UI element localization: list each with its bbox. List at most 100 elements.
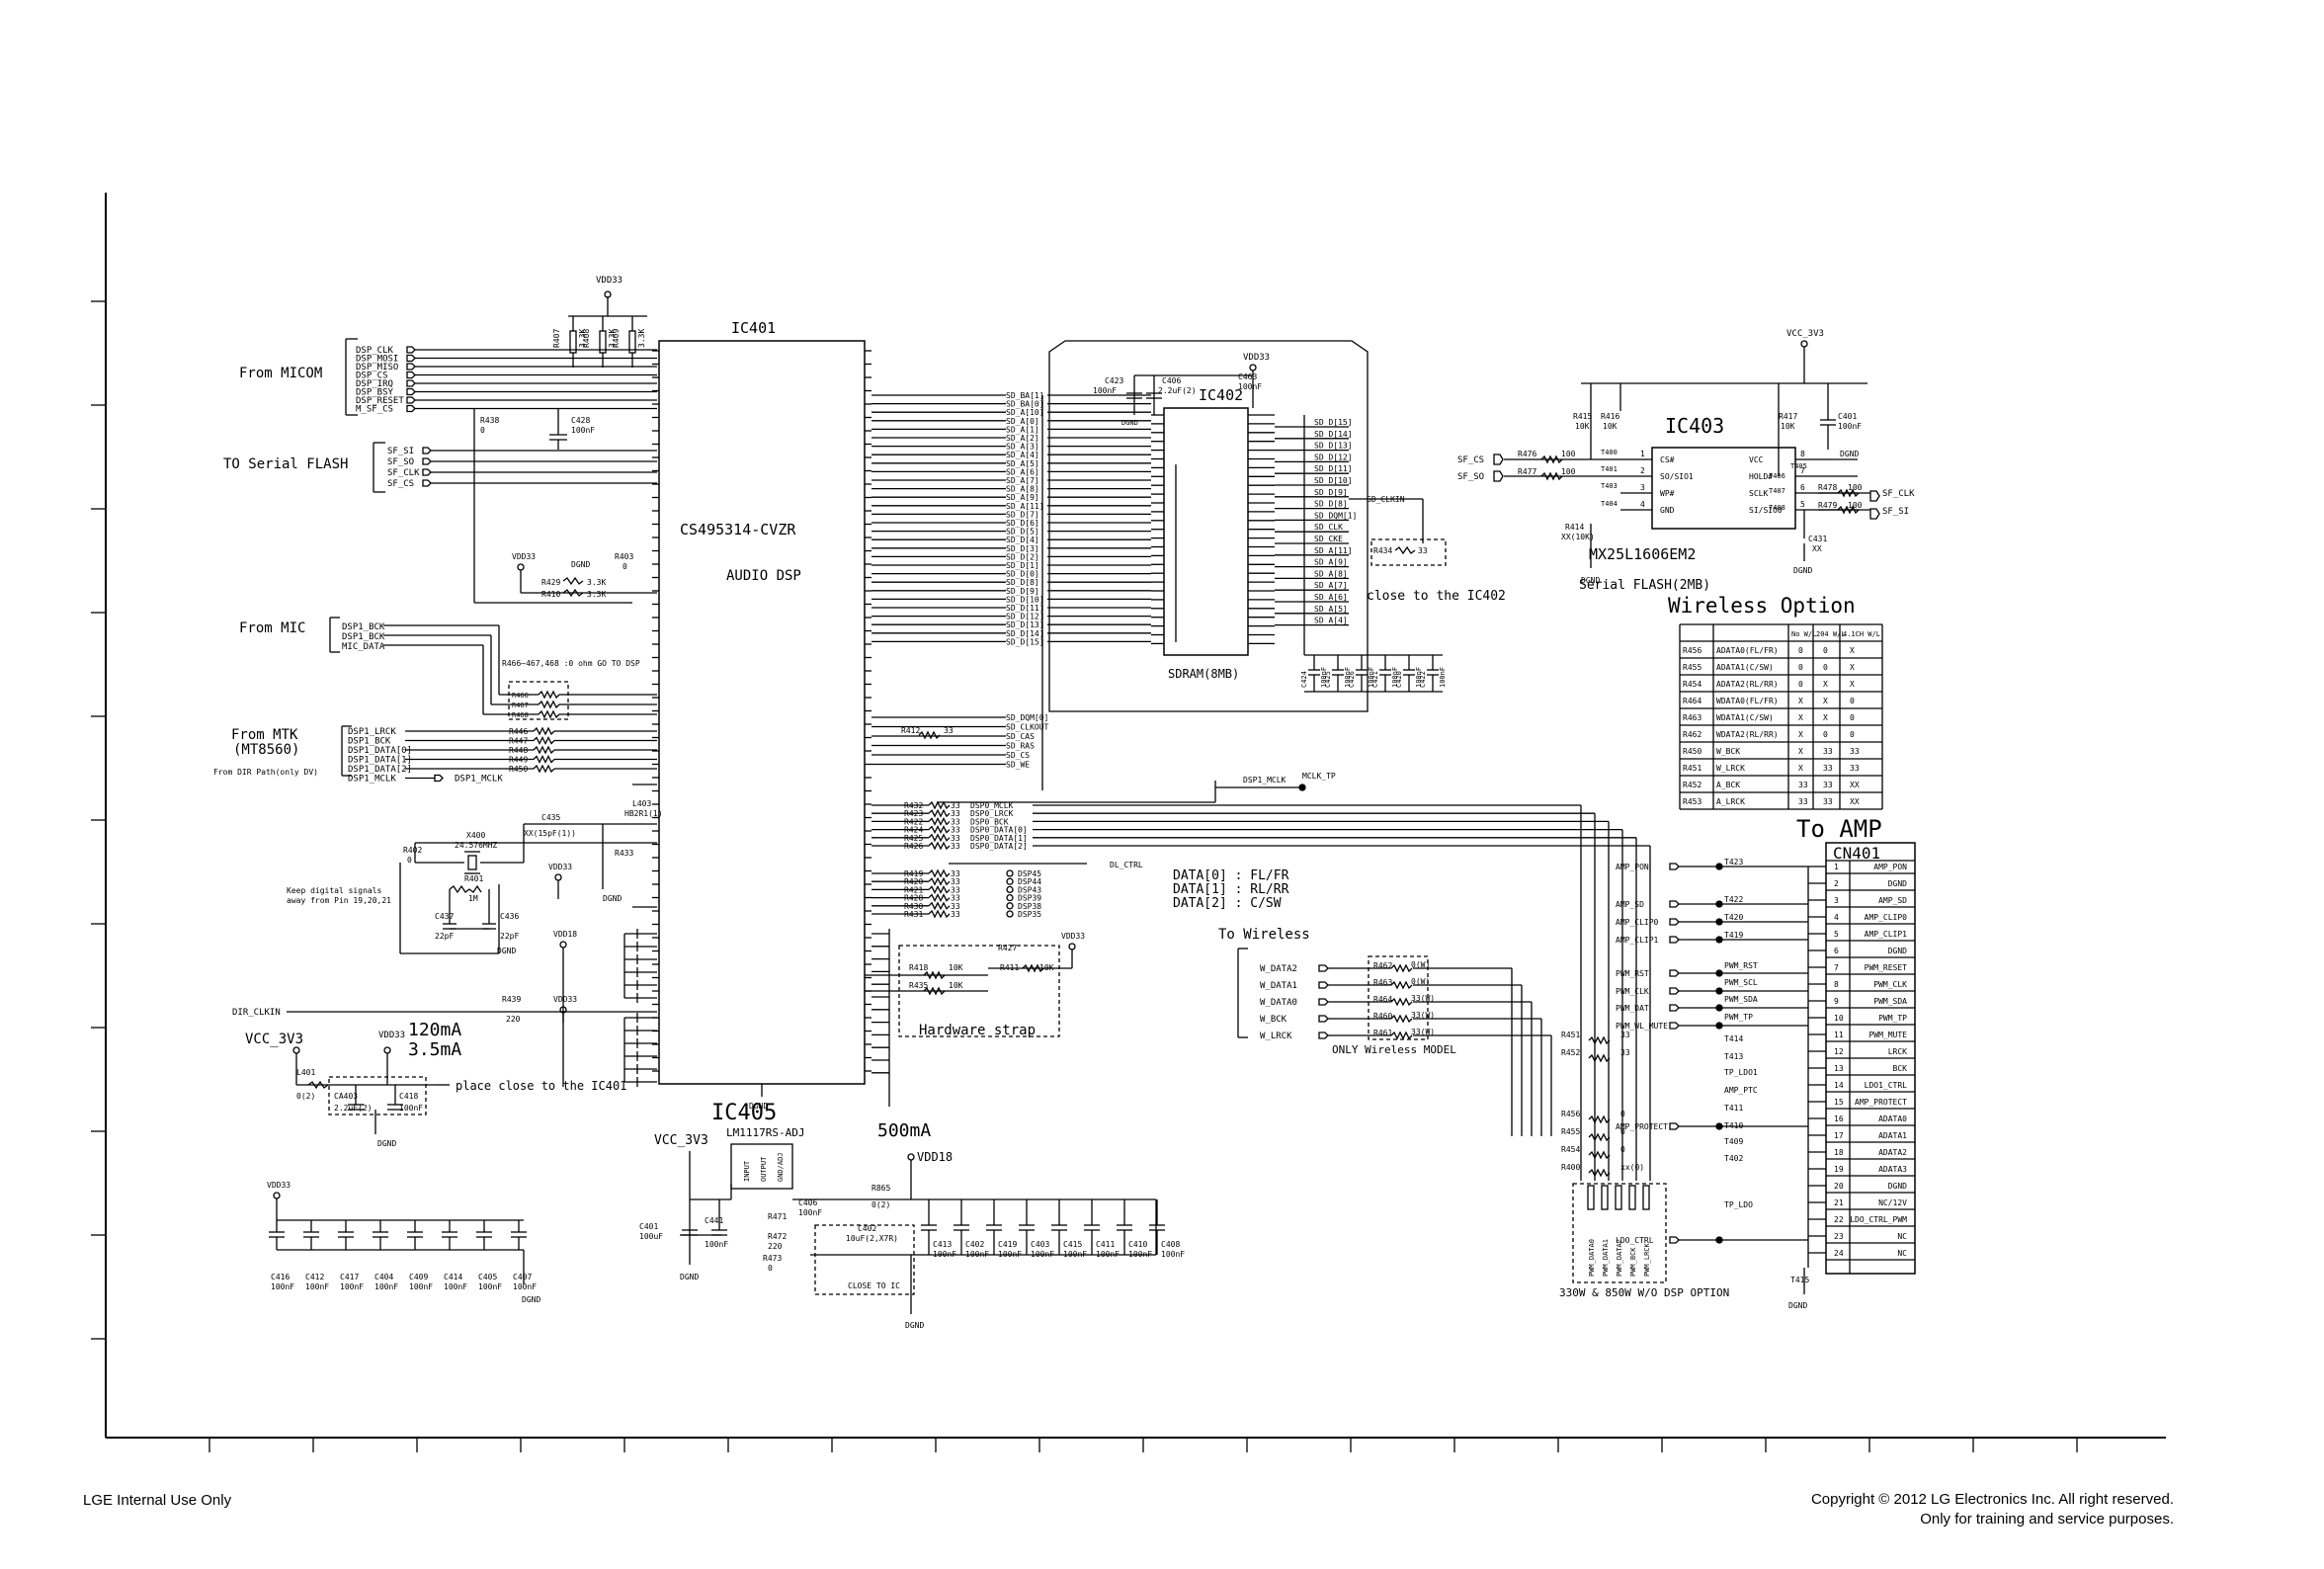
- ic405-cap-label-2: C419: [998, 1240, 1017, 1249]
- table-cell-7-1: W_LRCK: [1716, 764, 1745, 773]
- place-close-note: place close to the IC401: [456, 1079, 626, 1093]
- r427: R427: [998, 944, 1017, 952]
- mtk-mclk-label: DSP1_MCLK: [455, 775, 503, 784]
- amp-r-5: R400: [1561, 1163, 1580, 1172]
- amp-r-1: R452: [1561, 1048, 1580, 1057]
- sf-signal-3: SF_CS: [387, 479, 414, 489]
- sdram-cap-value-5: 100nF: [1439, 667, 1447, 688]
- table-head-4: 4.1CH W/L: [1843, 630, 1880, 638]
- amp-tp-4: T414: [1724, 1034, 1743, 1043]
- r471: R471: [768, 1212, 787, 1221]
- port-icon: [1669, 1022, 1680, 1030]
- dir-clkin: DIR_CLKIN: [232, 1008, 281, 1018]
- r412v: 33: [944, 726, 954, 735]
- port-icon: [1493, 470, 1504, 482]
- mic-res-label-1: R467: [512, 702, 529, 709]
- r429-label: R429: [541, 578, 560, 587]
- ic402-right-label-1: SD_D[14]: [1314, 430, 1353, 439]
- serial-flash-label: TO Serial FLASH: [223, 456, 348, 472]
- current-3-5ma: 3.5mA: [408, 1039, 461, 1060]
- r472: R472: [768, 1232, 787, 1241]
- r439-value: 220: [506, 1015, 521, 1024]
- dsp-out-net-4: DSP0_DATA[1]: [970, 834, 1028, 843]
- tp-403: T403: [1601, 482, 1618, 490]
- ic405-cap-value-7: 100nF: [1161, 1250, 1185, 1259]
- r439-label: R439: [502, 995, 521, 1004]
- cn401-pin-label-4: AMP_CLIP1: [1865, 930, 1908, 939]
- ic403-part: MX25L1606EM2: [1589, 545, 1696, 563]
- strap-res-v-0: 33: [951, 869, 960, 878]
- ic403-pin-r-1: HOLD#: [1749, 472, 1773, 481]
- sdram-left-13: SD_A[11]: [1006, 502, 1044, 511]
- port-icon: [1318, 981, 1329, 989]
- table-cell-8-4: XX: [1850, 781, 1860, 789]
- cn401-pin-label-13: LDO1_CTRL: [1865, 1081, 1908, 1090]
- ca403-value: 2.2uF(2): [334, 1104, 373, 1113]
- ic403-num-r-2: 6: [1800, 483, 1805, 492]
- amp-resistor: [1588, 1035, 1611, 1045]
- table-cell-1-1: ADATA1(C/SW): [1716, 663, 1774, 672]
- dsp-net-4: DSP38: [1018, 902, 1041, 911]
- tp-dot: [1715, 987, 1723, 995]
- micom-signal-6: DSP_RESET: [356, 396, 404, 406]
- r478-label: R478: [1818, 483, 1837, 492]
- tp-dot: [1715, 1236, 1723, 1244]
- r479: [1837, 505, 1860, 515]
- cn401-pin-num-20: 21: [1834, 1198, 1844, 1207]
- cn401-pin-label-16: ADATA1: [1878, 1131, 1907, 1140]
- table-cell-7-0: R451: [1683, 764, 1702, 773]
- tp-dot: [1715, 918, 1723, 926]
- vdd33-osc: VDD33: [548, 863, 572, 871]
- x400-label: X400: [466, 831, 485, 840]
- cn401-pin-num-6: 7: [1834, 963, 1839, 972]
- ic403-c401v: 100nF: [1838, 422, 1862, 431]
- ic402-right-label-11: SD_A[11]: [1314, 546, 1353, 555]
- cn401-pin-num-11: 12: [1834, 1047, 1844, 1056]
- hardware-strap-label: Hardware strap: [919, 1023, 1036, 1038]
- tp-icon: [1006, 869, 1014, 877]
- cn401-pin-num-5: 6: [1834, 947, 1839, 955]
- amp-mid-5: AMP_PTC: [1724, 1086, 1758, 1095]
- table-cell-5-3: 0: [1823, 730, 1828, 739]
- cn401-pin-num-22: 23: [1834, 1232, 1844, 1241]
- tp-405: T405: [1790, 462, 1807, 470]
- table-cell-3-3: X: [1823, 697, 1828, 705]
- mic-resistor: [538, 690, 560, 700]
- ic402-desc: SDRAM(8MB): [1168, 667, 1239, 681]
- dsp-out-res-v-1: 33: [951, 809, 960, 818]
- wireless-resistor: [1390, 1014, 1413, 1024]
- sdram-left-7: SD_A[4]: [1006, 451, 1039, 459]
- table-cell-4-1: WDATA1(C/SW): [1716, 713, 1774, 722]
- mtk-signal-2: DSP1_DATA[0]: [348, 746, 412, 756]
- ic405-c406: C406: [798, 1198, 817, 1207]
- amp-rv-0: 33: [1620, 1031, 1630, 1039]
- amp-tp-6: T411: [1724, 1104, 1743, 1113]
- micom-signal-1: DSP_MOSI: [356, 355, 398, 365]
- option-res-body: [1615, 1185, 1622, 1210]
- port-icon: [406, 363, 416, 371]
- amp-resistor: [1588, 1053, 1611, 1063]
- decap-label-7: C407: [513, 1273, 532, 1281]
- ic402-right-label-4: SD_D[11]: [1314, 464, 1353, 473]
- amp-net-5: PWM_CLK: [1616, 987, 1649, 996]
- r435: R435: [909, 981, 928, 990]
- mic-resistor: [538, 700, 560, 709]
- amp-r-0: R451: [1561, 1031, 1580, 1039]
- r435v: 10K: [949, 981, 963, 990]
- decap-label-6: C405: [478, 1273, 497, 1281]
- ic403-pin-r-3: SI/SIO0: [1749, 506, 1783, 515]
- ic402-ref: IC402: [1199, 386, 1243, 404]
- decap-label-2: C417: [340, 1273, 359, 1281]
- r433-label: R433: [615, 849, 633, 858]
- ic405-cap-value-4: 100nF: [1063, 1250, 1087, 1259]
- tp-icon: [1006, 893, 1014, 902]
- amp-resistor: [1588, 1150, 1611, 1160]
- amp-resistor: [1588, 1168, 1611, 1178]
- r417: R417: [1779, 412, 1797, 421]
- wireless-resistor: [1390, 980, 1413, 990]
- osc-dgnd: DGND: [497, 947, 516, 955]
- mic-sig-0: DSP1_BCK: [342, 622, 385, 632]
- ic403-sf-si: SF_SI: [1882, 507, 1909, 517]
